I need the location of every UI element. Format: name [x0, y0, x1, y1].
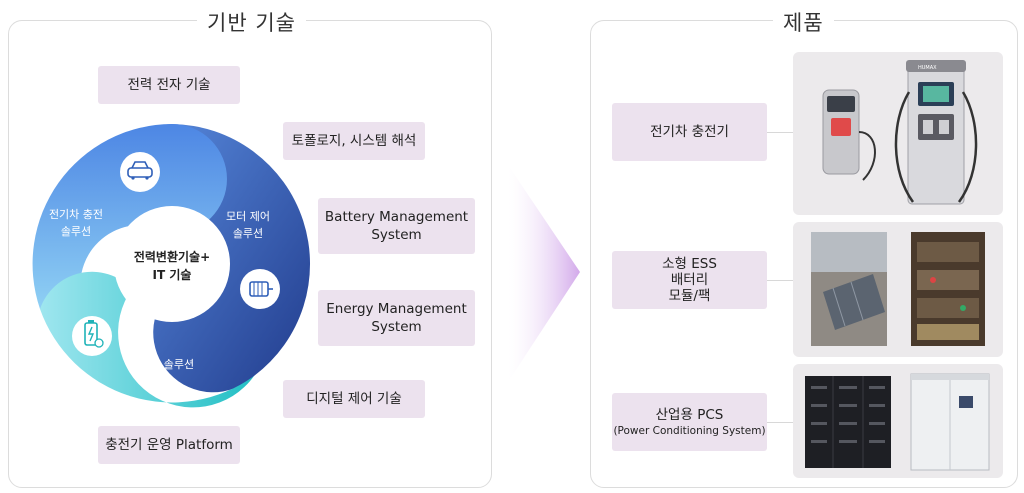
- energy-solution-segment: [40, 271, 254, 408]
- pcs-line2: (Power Conditioning System): [613, 425, 766, 437]
- car-icon: [120, 152, 160, 192]
- connector-line: [767, 132, 793, 133]
- tech-wheel-diagram: [32, 124, 311, 408]
- connector-line: [767, 280, 793, 281]
- motor-label-line2: 솔루션: [232, 227, 264, 240]
- ev-charger-photo: HUMAX: [793, 52, 1003, 215]
- tag-charger-platform: 충전기 운영 Platform: [98, 426, 240, 464]
- ev-label-line1: 전기차 충전: [48, 208, 104, 221]
- tag-ems: Energy Management System: [318, 290, 475, 346]
- tag-power-electronics: 전력 전자 기술: [98, 66, 240, 104]
- center-line2: IT 기술: [152, 268, 192, 282]
- ems-line2: System: [371, 319, 422, 335]
- ess-line1: 소형 ESS: [662, 256, 717, 272]
- tag-digital-control: 디지털 제어 기술: [283, 380, 425, 418]
- product-ev-charger: 전기차 충전기: [612, 103, 767, 161]
- battery-icon: [72, 316, 112, 356]
- bms-line2: System: [371, 227, 422, 243]
- bms-line1: Battery Management: [324, 209, 469, 225]
- product-industrial-pcs: 산업용 PCS (Power Conditioning System): [612, 393, 767, 451]
- ev-label-line2: 솔루션: [60, 225, 92, 238]
- products-title: 제품: [773, 7, 834, 37]
- pcs-photos: [793, 364, 1003, 478]
- motor-icon: [240, 269, 280, 309]
- flow-arrow: [508, 165, 580, 382]
- ess-line3: 모듈/팩: [668, 288, 711, 304]
- connector-line: [767, 422, 793, 423]
- motor-control-solution-label: 모터 제어 솔루션: [216, 208, 280, 242]
- center-circle: [114, 206, 230, 322]
- center-line1: 전력변환기술+: [133, 250, 211, 264]
- tag-topology: 토폴로지, 시스템 해석: [283, 122, 425, 160]
- ev-charging-solution-label: 전기차 충전 솔루션: [40, 206, 112, 240]
- center-core-label: 전력변환기술+ IT 기술: [112, 248, 232, 284]
- ems-line1: Energy Management: [326, 301, 467, 317]
- energy-solution-label: 에너지 솔루션: [129, 358, 195, 371]
- charger-brand-text: HUMAX: [918, 65, 937, 71]
- foundation-tech-title: 기반 기술: [197, 7, 306, 37]
- tag-bms: Battery Management System: [318, 198, 475, 254]
- pcs-line1: 산업용 PCS: [655, 407, 724, 423]
- ess-photos: [793, 222, 1003, 357]
- ess-line2: 배터리: [670, 272, 709, 288]
- ev-charging-segment: [32, 124, 227, 310]
- motor-label-line1: 모터 제어: [226, 210, 270, 223]
- product-small-ess: 소형 ESS 배터리 모듈/팩: [612, 251, 767, 309]
